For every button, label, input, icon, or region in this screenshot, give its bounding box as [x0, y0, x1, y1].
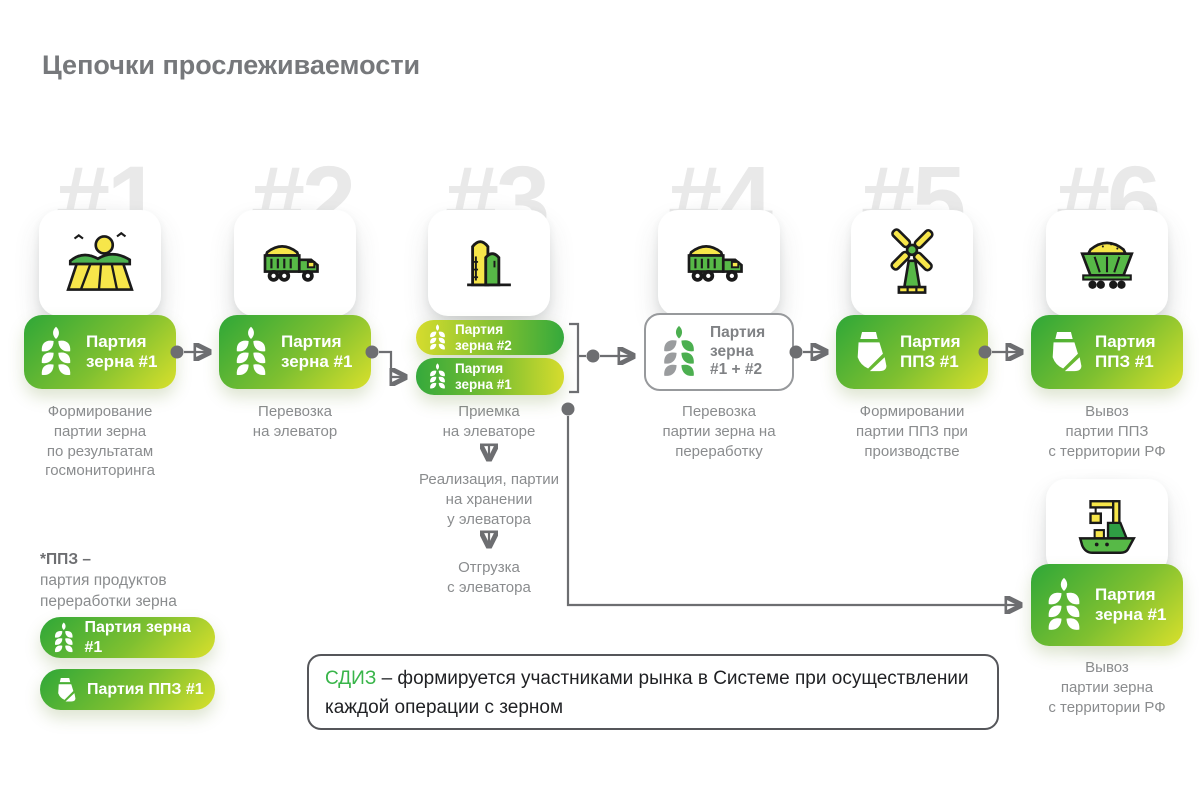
batch-pill-combined: Партия зерна #1 + #2 — [644, 313, 794, 391]
sdiz-term: СДИЗ — [325, 668, 377, 689]
batch-pill-grain-1: Партия зерна #1 — [416, 358, 564, 395]
batch-pill-ppz-1: Партия ППЗ #1 — [836, 315, 988, 389]
batch-pill-grain-1: Партия зерна #1 — [219, 315, 371, 389]
grain-truck-icon — [263, 245, 319, 282]
flour-sack-icon — [58, 677, 76, 701]
export-card — [1046, 479, 1168, 575]
step-description-6: Вывоз партии ППЗ с территории РФ — [1048, 403, 1166, 460]
flour-sack-icon — [857, 332, 887, 372]
wheat-two-tone-icon — [664, 325, 694, 376]
step-card-3 — [428, 210, 550, 316]
step-description-4: Перевозка партии зерна на переработку — [662, 403, 776, 460]
legend-pill-grain: Партия зерна #1 — [40, 617, 215, 658]
step-card-6 — [1046, 210, 1168, 316]
flour-sack-icon — [1052, 332, 1082, 372]
batch-pill-grain-1: Партия зерна #1 — [1031, 564, 1183, 646]
wheat-icon — [236, 326, 266, 376]
sdiz-note-box: СДИЗ – формируется участниками рынка в С… — [307, 654, 999, 730]
step-description-2: Перевозка на элеватор — [252, 403, 338, 440]
windmill-icon — [890, 228, 934, 294]
batch-pill-grain-2: Партия зерна #2 — [416, 320, 564, 355]
pill-label: Партия ППЗ #1 — [900, 331, 961, 371]
step-card-1 — [39, 210, 161, 316]
step-description-3a: Приемка на элеваторе — [442, 403, 536, 440]
wheat-icon — [430, 363, 445, 389]
pill-label: Партия зерна #1 — [455, 360, 512, 392]
pill-label: Партия ППЗ #1 — [1095, 331, 1156, 371]
step-card-4 — [658, 210, 780, 316]
batch-pill-ppz-1: Партия ППЗ #1 — [1031, 315, 1183, 389]
step-card-2 — [234, 210, 356, 316]
wheat-icon — [1048, 577, 1080, 630]
step-card-5 — [851, 210, 973, 316]
legend-pill-ppz: Партия ППЗ #1 — [40, 669, 215, 710]
step-description-1: Формирование партии зерна по результатам… — [45, 403, 155, 480]
wheat-icon — [41, 326, 71, 376]
export-description: Вывоз партии зерна с территории РФ — [1048, 659, 1166, 716]
legend-term: *ППЗ – — [40, 551, 91, 568]
field-icon — [66, 231, 134, 291]
wheat-icon — [54, 621, 73, 652]
wheat-icon — [430, 324, 445, 350]
ship-crane-icon — [1078, 500, 1136, 555]
sdiz-text: – формируется участниками рынка в Систем… — [325, 668, 969, 718]
pill-label: Партия зерна #2 — [455, 321, 512, 353]
pill-label: Партия зерна #1 + #2 — [710, 324, 766, 379]
step-description-3c: Отгрузка с элеватора — [447, 559, 531, 596]
pill-label: Партия зерна #1 — [1095, 584, 1167, 624]
pill-label: Партия зерна #1 — [84, 619, 191, 656]
legend-definition: партия продуктов переработки зерна — [40, 572, 177, 610]
grain-truck-icon — [687, 245, 743, 282]
page-title: Цепочки прослеживаемости — [42, 50, 421, 80]
pill-label: Партия зерна #1 — [281, 331, 353, 371]
pill-label: Партия зерна #1 — [86, 331, 158, 371]
elevator-silo-icon — [467, 240, 511, 287]
step-description-5: Формировании партии ППЗ при производстве — [856, 403, 968, 460]
railcar-icon — [1080, 241, 1134, 289]
pill-label: Партия ППЗ #1 — [87, 680, 204, 698]
step-description-3b: Реализация, партии на хранении у элевато… — [419, 471, 559, 528]
batch-pill-grain-1: Партия зерна #1 — [24, 315, 176, 389]
